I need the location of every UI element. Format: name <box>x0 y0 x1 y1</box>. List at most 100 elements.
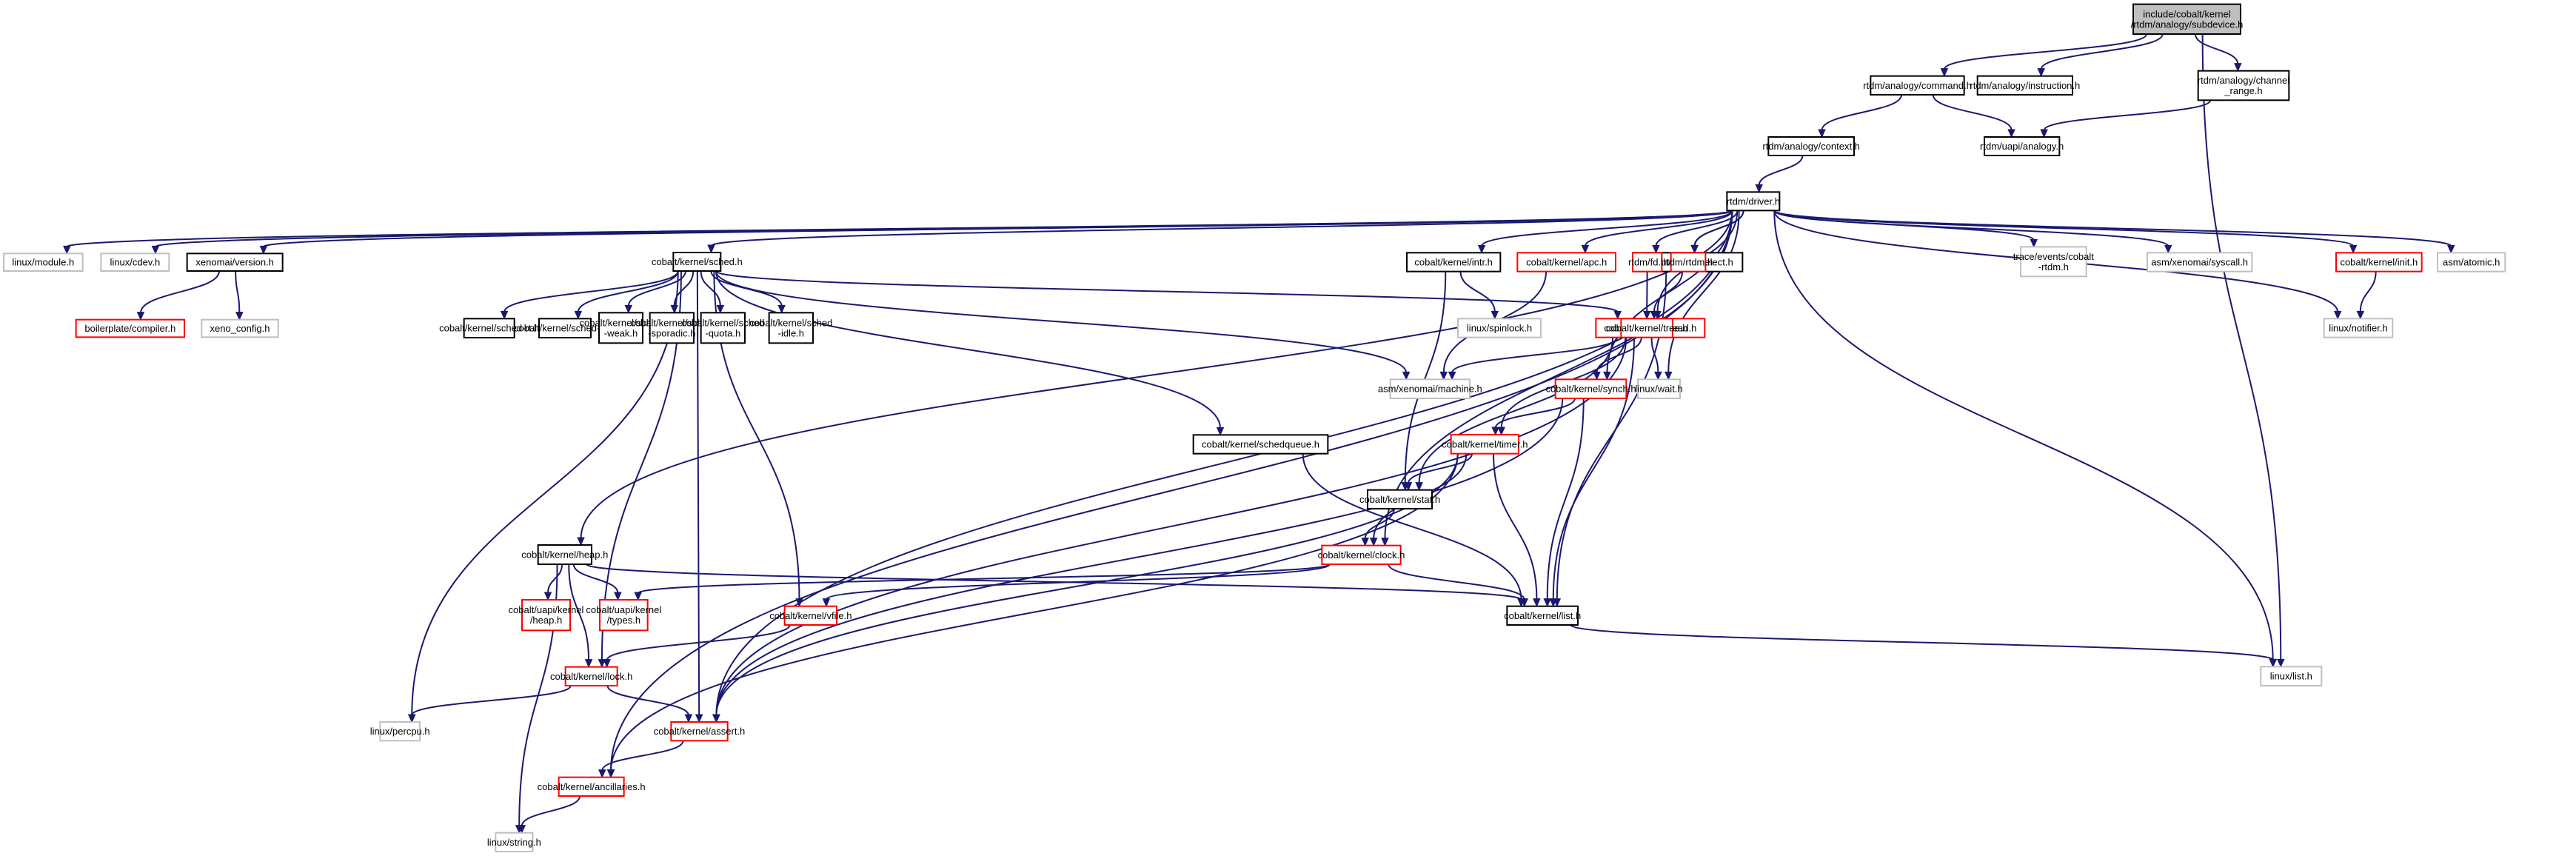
node-stat[interactable]: cobalt/kernel/stat.h <box>1359 489 1440 510</box>
arrowhead-icon <box>1497 427 1505 436</box>
node-clock[interactable]: cobalt/kernel/clock.h <box>1318 544 1405 566</box>
node-box <box>1516 252 1616 272</box>
node-label: rtdm/rtdm.h <box>1664 257 1713 268</box>
arrowhead-icon <box>1491 427 1499 436</box>
node-xenomai-version[interactable]: xenomai/version.h <box>186 253 284 272</box>
node-label: trace/events/cobalt <box>2013 251 2095 262</box>
edge-line <box>1584 210 1733 247</box>
node-assert[interactable]: cobalt/kernel/assert.h <box>654 721 746 742</box>
node-uapi-heap[interactable]: cobalt/uapi/kernel/heap.h <box>509 599 584 632</box>
node-sched-idle[interactable]: cobalt/kernel/sched-idle.h <box>749 312 832 344</box>
node-sched-quota[interactable]: cobalt/kernel/sched-quota.h <box>681 312 764 344</box>
node-list[interactable]: cobalt/kernel/list.h <box>1504 605 1581 626</box>
node-label: rtdm/analogy/instruction.h <box>1970 80 2080 91</box>
arrowhead-icon <box>1381 538 1389 546</box>
arrowhead-icon <box>777 304 786 314</box>
node-timer[interactable]: cobalt/kernel/timer.h <box>1442 434 1528 455</box>
node-ancillaries[interactable]: cobalt/kernel/ancillaries.h <box>538 776 646 797</box>
node-box <box>538 318 592 339</box>
edge-line <box>1773 210 2452 247</box>
node-sched-sporadic[interactable]: cobalt/kernel/sched-sporadic.h <box>630 312 713 344</box>
node-label: linux/string.h <box>487 837 541 848</box>
node-linux-module[interactable]: linux/module.h <box>3 253 84 272</box>
edge-line <box>1653 271 1684 312</box>
node-linux-list[interactable]: linux/list.h <box>2260 666 2323 686</box>
edge-line <box>627 270 686 307</box>
node-rtdm-rtdm[interactable]: rtdm/rtdm.h <box>1664 252 1713 272</box>
node-asm-atomic[interactable]: asm/atomic.h <box>2437 252 2506 272</box>
node-trace-events[interactable]: trace/events/cobalt-rtdm.h <box>2013 246 2095 278</box>
node-box <box>1554 378 1627 399</box>
edge-line <box>411 685 572 716</box>
node-sched-tp[interactable]: cobalt/kernel/sched-tp.h <box>514 318 616 339</box>
edge-line <box>606 685 689 716</box>
node-linux-notifier[interactable]: linux/notifier.h <box>2323 318 2394 338</box>
node-asm-syscall[interactable]: asm/xenomai/syscall.h <box>2147 252 2253 272</box>
node-box <box>1406 252 1502 272</box>
node-context[interactable]: rtdm/analogy/context.h <box>1762 136 1860 156</box>
node-sched-weak[interactable]: cobalt/kernel/sched-weak.h <box>579 312 663 344</box>
node-box <box>672 252 722 272</box>
node-synch[interactable]: cobalt/kernel/synch.h <box>1545 378 1636 399</box>
edge-ancillaries-to-linux-string <box>518 795 581 834</box>
node-uapi-analogy[interactable]: rtdm/uapi/analogy.h <box>1980 136 2064 156</box>
edge-stat-to-clock <box>1361 508 1395 546</box>
node-driver[interactable]: rtdm/driver.h <box>1726 191 1781 212</box>
node-rtdm-fd[interactable]: rtdm/fd.h <box>1628 252 1666 272</box>
node-box <box>463 318 515 339</box>
node-boilerplate-compiler[interactable]: boilerplate/compiler.h <box>75 318 185 338</box>
node-linux-wait[interactable]: linux/wait.h <box>1635 378 1683 399</box>
node-linux-spinlock[interactable]: linux/spinlock.h <box>1457 318 1542 338</box>
node-init[interactable]: cobalt/kernel/init.h <box>2335 252 2423 272</box>
arrowhead-icon <box>2040 129 2048 138</box>
node-linux-cdev[interactable]: linux/cdev.h <box>100 253 170 272</box>
node-intr[interactable]: cobalt/kernel/intr.h <box>1406 252 1502 272</box>
edge-driver-to-synch <box>1603 210 1733 381</box>
arrowhead-icon <box>63 245 71 255</box>
arrowhead-icon <box>1477 244 1486 254</box>
node-label: -idle.h <box>778 327 804 338</box>
node-asm-machine[interactable]: asm/xenomai/machine.h <box>1378 378 1482 399</box>
edge-xenomai-version-to-xeno-config <box>235 270 244 321</box>
arrowhead-icon <box>716 304 725 314</box>
node-box <box>1670 252 1707 272</box>
arrowhead-icon <box>1404 482 1413 491</box>
node-box <box>201 318 279 338</box>
node-heap[interactable]: cobalt/kernel/heap.h <box>521 544 608 565</box>
edge-heap-to-lock <box>568 564 593 668</box>
edge-driver-to-ancillaries <box>606 210 1733 778</box>
node-vfile[interactable]: cobalt/kernel/vfile.h <box>769 605 852 626</box>
edge-line <box>610 453 1459 771</box>
node-sched-rt[interactable]: cobalt/kernel/sched-rt.h <box>439 318 539 339</box>
node-subdevice[interactable]: include/cobalt/kernel/rtdm/analogy/subde… <box>2131 3 2244 35</box>
node-label: -rtdm.h <box>2038 261 2069 272</box>
node-label: -quota.h <box>705 327 740 338</box>
node-label: rtdm/analogy/context.h <box>1762 141 1860 152</box>
node-box <box>2335 252 2423 272</box>
edge-line <box>504 270 679 312</box>
node-apc[interactable]: cobalt/kernel/apc.h <box>1516 252 1616 272</box>
edge-synch-to-list <box>1543 398 1585 607</box>
edge-heap-to-uapi-types <box>572 564 622 601</box>
edge-line <box>139 270 220 313</box>
node-box <box>2260 666 2323 686</box>
node-xeno-config[interactable]: xeno_config.h <box>201 318 279 338</box>
edge-line <box>1693 210 1744 247</box>
node-instruction[interactable]: rtdm/analogy/instruction.h <box>1970 75 2080 96</box>
node-command[interactable]: rtdm/analogy/command.h <box>1863 75 1972 96</box>
edge-subdevice-to-channel-range <box>2194 33 2242 72</box>
node-linux-percpu[interactable]: linux/percpu.h <box>370 721 430 742</box>
node-sched[interactable]: cobalt/kernel/sched.h <box>652 252 743 272</box>
node-linux-string[interactable]: linux/string.h <box>487 832 541 852</box>
node-box <box>186 253 284 272</box>
node-label: cobalt/kernel/sched <box>579 317 662 328</box>
node-channel-range[interactable]: rtdm/analogy/channel_range.h <box>2197 70 2290 101</box>
node-box <box>100 253 170 272</box>
node-uapi-types[interactable]: cobalt/uapi/kernel/types.h <box>586 599 661 632</box>
edge-driver-to-apc <box>1581 210 1733 254</box>
node-lock[interactable]: cobalt/kernel/lock.h <box>550 666 632 687</box>
edge-xenomai-version-to-boilerplate-compiler <box>136 270 220 321</box>
node-label: cobalt/kernel/sched <box>749 317 832 328</box>
node-tree[interactable]: cobalt/kernel/tree.h <box>1606 318 1688 338</box>
node-schedqueue[interactable]: cobalt/kernel/schedqueue.h <box>1192 434 1329 455</box>
